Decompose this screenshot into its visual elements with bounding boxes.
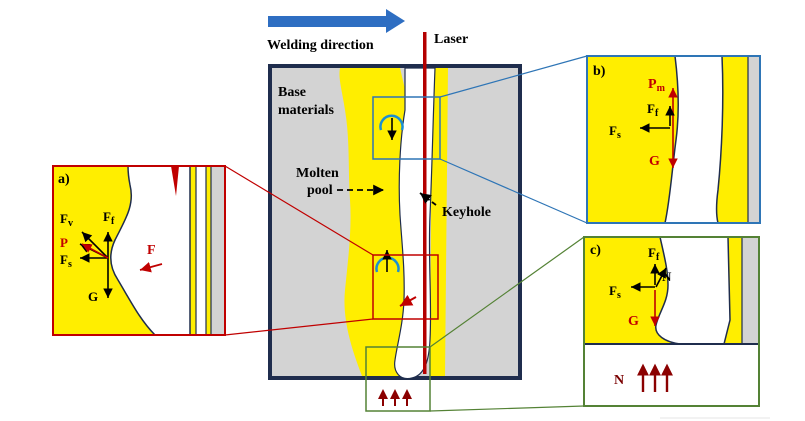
panel-c: [583, 236, 760, 407]
laser-label: Laser: [434, 32, 469, 47]
panel-c-g: G: [628, 314, 639, 329]
panel-a-p: P: [60, 235, 68, 250]
panel-a: [52, 165, 226, 336]
focus-box-c: [365, 346, 431, 412]
keyhole-label: Keyhole: [442, 205, 491, 220]
welding-direction-label: Welding direction: [267, 38, 374, 53]
panel-a-ff: Ff: [103, 209, 115, 227]
panel-c-tag: c): [590, 243, 601, 258]
swirl-lower-icon: [375, 250, 400, 273]
panel-b-pm: Pm: [648, 77, 665, 94]
base-materials-label-1: Base: [278, 85, 306, 100]
panel-b-tag: b): [593, 64, 606, 79]
panel-c-ff: Ff: [648, 245, 660, 263]
molten-pool-label-1: Molten: [296, 166, 339, 181]
panel-a-g: G: [88, 289, 99, 304]
welding-direction-arrow: [268, 9, 405, 33]
panel-c-fs: Fs: [609, 283, 621, 301]
panel-a-tag: a): [58, 172, 70, 187]
panel-a-f: F: [147, 243, 156, 258]
flow-force-arrow: [399, 294, 417, 307]
panel-b-fs: Fs: [609, 123, 621, 141]
panel-a-fv: Fv: [60, 211, 73, 229]
normal-arrows-center: [378, 389, 412, 406]
panel-b-ff: Ff: [647, 101, 659, 119]
swirl-upper-icon: [379, 114, 404, 140]
panel-c-n-bottom: N: [614, 373, 625, 388]
normal-arrows-panel-c: [637, 363, 673, 392]
panel-b: [586, 55, 761, 224]
keyhole-pointer: [419, 192, 437, 206]
base-materials-label-2: materials: [278, 103, 334, 118]
focus-box-a: [372, 254, 439, 320]
panel-c-n: N: [662, 269, 672, 284]
focus-box-b: [372, 96, 441, 160]
panel-b-g: G: [649, 154, 660, 169]
panel-a-fs: Fs: [60, 252, 72, 270]
molten-pool-label-2: pool: [307, 183, 333, 198]
laser-beam: [423, 32, 427, 374]
